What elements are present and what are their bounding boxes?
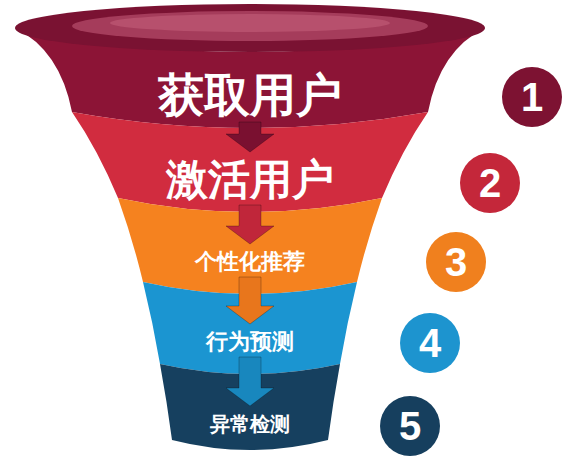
funnel-band	[72, 112, 428, 212]
step-number-circle: 5	[380, 396, 440, 456]
stage-label: 获取用户	[158, 72, 342, 118]
step-number-circle: 4	[400, 313, 460, 373]
step-number: 5	[399, 406, 421, 446]
funnel-rim	[15, 4, 485, 52]
step-number: 4	[419, 323, 441, 363]
step-number: 3	[445, 242, 467, 282]
stage-label: 行为预测	[206, 331, 294, 353]
step-number-circle: 3	[426, 232, 486, 292]
stage-label: 异常检测	[210, 414, 290, 434]
funnel-stage: 激活用户	[160, 155, 340, 205]
stage-label: 个性化推荐	[195, 251, 305, 273]
funnel-opening	[72, 11, 428, 41]
funnel-stage: 个性化推荐	[189, 247, 311, 277]
step-number: 2	[479, 163, 501, 203]
funnel-stage: 行为预测	[200, 327, 300, 357]
step-number-circle: 2	[460, 153, 520, 213]
funnel-stage: 异常检测	[204, 409, 296, 439]
step-number-circle: 1	[502, 67, 562, 127]
flow-arrow	[226, 122, 274, 152]
flow-arrow	[226, 205, 274, 244]
funnel-opening-shade	[110, 14, 390, 32]
stage-label: 激活用户	[166, 159, 334, 201]
flow-arrow	[226, 277, 274, 324]
flow-arrow	[226, 357, 274, 406]
step-number: 1	[521, 77, 543, 117]
funnel-stage: 获取用户	[150, 68, 350, 122]
